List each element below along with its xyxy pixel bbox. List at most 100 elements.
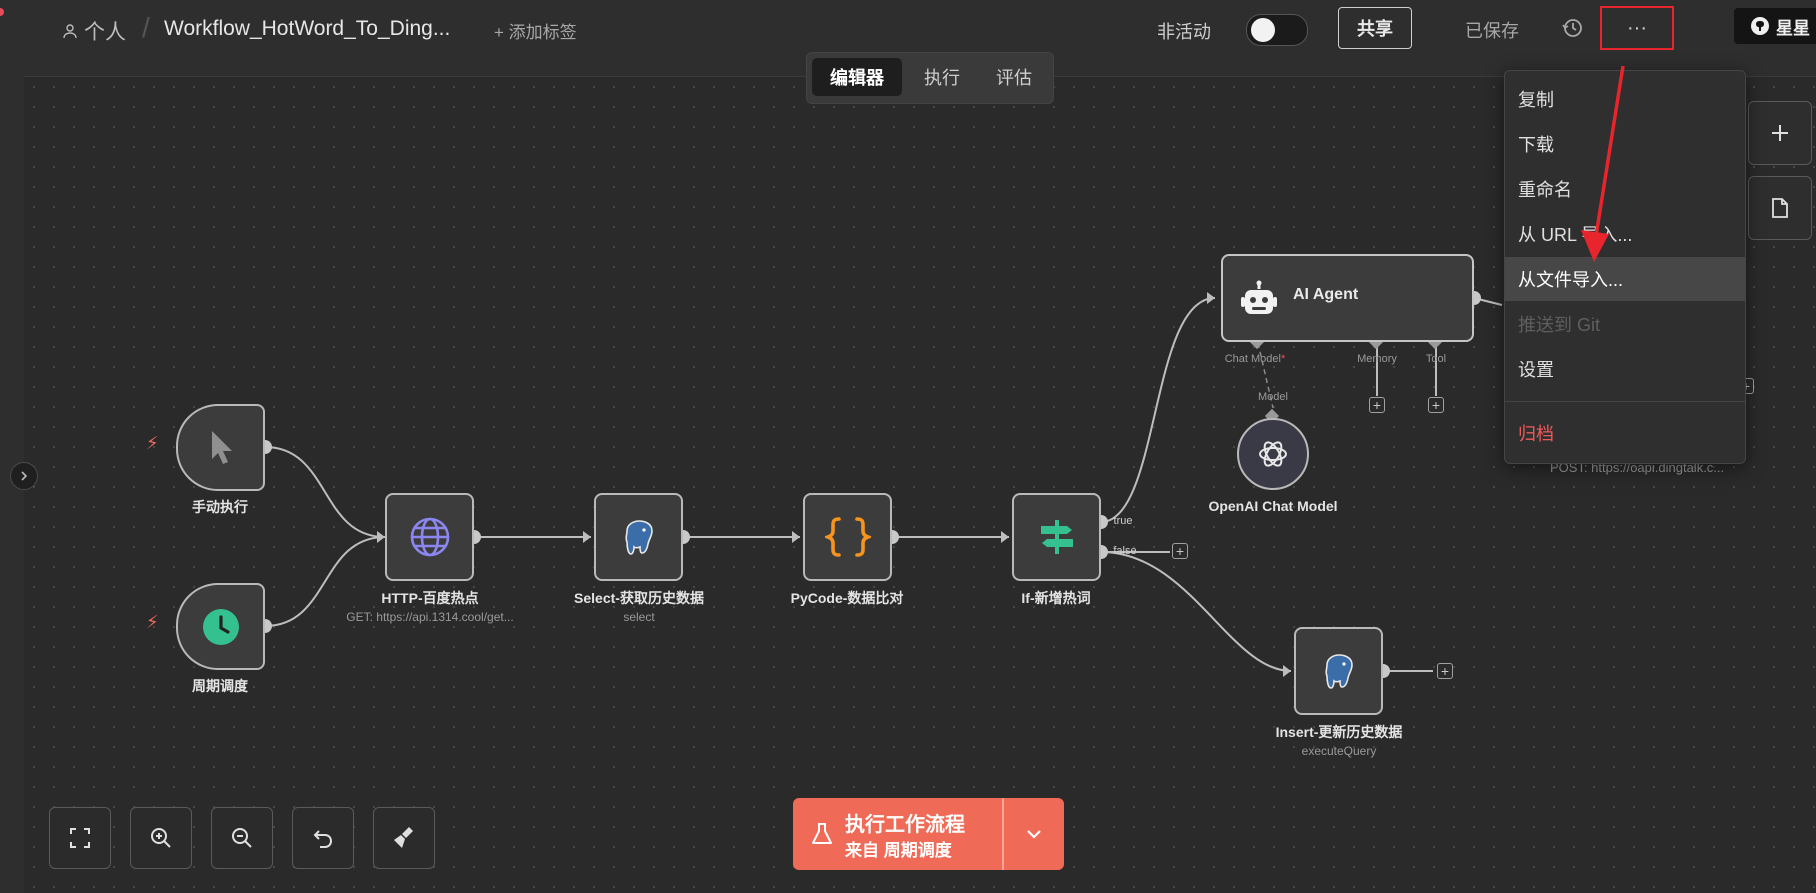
toggle-knob	[1251, 18, 1275, 42]
add-node-button[interactable]	[1748, 101, 1812, 165]
tab-executions[interactable]: 执行	[924, 68, 960, 88]
agent-port-chat-model: Chat Model*	[1225, 353, 1286, 365]
menu-divider	[1505, 401, 1745, 402]
chat-model-port-label: Chat Model	[1224, 353, 1281, 365]
flask-icon	[812, 823, 832, 844]
menu-item-duplicate[interactable]: 复制	[1518, 90, 1554, 110]
workflow-canvas[interactable]	[24, 77, 1816, 893]
zoom-out-icon	[232, 828, 252, 848]
robot-icon	[1241, 280, 1277, 314]
node-manual-trigger[interactable]	[176, 404, 265, 491]
execute-divider	[1002, 798, 1004, 870]
github-star-button[interactable]: 星星	[1734, 8, 1816, 44]
node-openai-chat-model[interactable]	[1237, 418, 1309, 490]
menu-item-archive[interactable]: 归档	[1518, 424, 1554, 444]
execute-subtitle: 来自 周期调度	[845, 841, 952, 860]
node-http[interactable]	[385, 493, 474, 581]
add-node-plus[interactable]: +	[1437, 663, 1453, 679]
model-port-label: Model	[1258, 391, 1288, 403]
broom-icon	[394, 827, 413, 848]
zoom-in-button[interactable]	[130, 807, 192, 869]
node-manual-label: 手动执行	[192, 499, 248, 515]
agent-port-memory: Memory	[1357, 353, 1397, 365]
share-button[interactable]: 共享	[1338, 7, 1412, 49]
if-false-label: false	[1113, 545, 1137, 557]
add-memory-plus[interactable]: +	[1369, 397, 1385, 413]
execute-trigger-dropdown[interactable]	[1004, 798, 1064, 870]
workflow-title[interactable]: Workflow_HotWord_To_Ding...	[164, 17, 451, 40]
if-true-label: true	[1113, 515, 1133, 527]
postgres-elephant-icon	[624, 520, 653, 555]
cursor-icon	[211, 430, 232, 464]
tab-evaluations[interactable]: 评估	[996, 68, 1032, 88]
code-braces-icon	[824, 517, 871, 557]
clock-icon	[202, 608, 239, 645]
add-tool-plus[interactable]: +	[1428, 397, 1444, 413]
node-insert[interactable]	[1294, 627, 1383, 715]
zoom-in-icon	[151, 828, 171, 848]
node-pycode[interactable]	[803, 493, 892, 581]
execute-workflow-button[interactable]: 执行工作流程 来自 周期调度	[793, 798, 1064, 870]
undo-icon	[313, 830, 333, 848]
add-node-plus[interactable]: +	[1172, 543, 1188, 559]
github-icon	[1751, 17, 1769, 35]
fullscreen-icon	[70, 828, 90, 848]
menu-item-download[interactable]: 下载	[1518, 135, 1554, 155]
execute-main-area[interactable]: 执行工作流程 来自 周期调度	[793, 798, 1001, 870]
menu-item-push-git: 推送到 Git	[1518, 315, 1601, 335]
node-if[interactable]	[1012, 493, 1101, 581]
zoom-out-button[interactable]	[211, 807, 273, 869]
node-insert-label: Insert-更新历史数据	[1275, 724, 1403, 740]
node-ai-agent-label: AI Agent	[1293, 286, 1359, 303]
postgres-elephant-icon	[1324, 654, 1353, 689]
menu-item-import-url[interactable]: 从 URL 导入...	[1518, 225, 1633, 245]
openai-logo-icon	[1259, 441, 1287, 467]
node-http-subtitle: GET: https://api.1314.cool/get...	[346, 610, 514, 624]
menu-item-settings[interactable]: 设置	[1518, 360, 1554, 380]
node-http-label: HTTP-百度热点	[381, 590, 479, 606]
tab-editor[interactable]: 编辑器	[812, 58, 902, 96]
more-options-button[interactable]: ···	[1600, 6, 1674, 50]
node-if-label: If-新增热词	[1021, 590, 1091, 606]
owner-label: 个人	[84, 21, 126, 44]
sticky-note-icon	[1772, 198, 1788, 218]
globe-icon	[410, 517, 449, 557]
add-sticky-note-button[interactable]	[1748, 176, 1812, 240]
agent-port-tool: Tool	[1425, 353, 1447, 365]
node-select-subtitle: select	[623, 610, 655, 624]
node-schedule-label: 周期调度	[192, 678, 248, 694]
breadcrumb-owner[interactable]: 个人	[62, 16, 126, 46]
execute-title: 执行工作流程	[845, 814, 965, 836]
trigger-bolt-icon: ⚡	[146, 612, 159, 632]
user-icon	[63, 24, 77, 39]
active-toggle[interactable]	[1246, 14, 1308, 46]
tidy-up-button[interactable]	[373, 807, 435, 869]
undo-button[interactable]	[292, 807, 354, 869]
node-insert-subtitle: executeQuery	[1301, 744, 1377, 758]
menu-item-import-file[interactable]: 从文件导入...	[1505, 257, 1745, 301]
saved-status: 已保存	[1465, 21, 1519, 41]
node-select-label: Select-获取历史数据	[574, 590, 704, 606]
more-options-menu: 复制 下载 重命名 从 URL 导入... 从文件导入... 推送到 Git 设…	[1504, 70, 1746, 464]
node-openai-label: OpenAI Chat Model	[1208, 498, 1338, 514]
chevron-right-icon	[21, 471, 28, 481]
chevron-down-icon	[1027, 830, 1041, 839]
node-ai-agent[interactable]: AI Agent	[1221, 254, 1474, 342]
github-star-label: 星星	[1776, 18, 1810, 38]
active-status-label: 非活动	[1157, 22, 1211, 42]
expand-sidebar-button[interactable]	[10, 462, 38, 490]
view-tabs: 编辑器 执行 评估	[806, 52, 1054, 104]
menu-item-rename[interactable]: 重命名	[1518, 180, 1572, 200]
signpost-icon	[1040, 520, 1073, 554]
notification-dot	[0, 8, 4, 16]
fit-view-button[interactable]	[49, 807, 111, 869]
node-select[interactable]	[594, 493, 683, 581]
breadcrumb-separator: /	[142, 12, 150, 43]
plus-icon	[1772, 125, 1788, 141]
node-schedule-trigger[interactable]	[176, 583, 265, 670]
history-icon[interactable]	[1561, 16, 1585, 40]
node-pycode-label: PyCode-数据比对	[790, 590, 904, 606]
required-marker: *	[1280, 353, 1286, 365]
add-tag-button[interactable]: + 添加标签	[494, 23, 577, 42]
trigger-bolt-icon: ⚡	[146, 433, 159, 453]
